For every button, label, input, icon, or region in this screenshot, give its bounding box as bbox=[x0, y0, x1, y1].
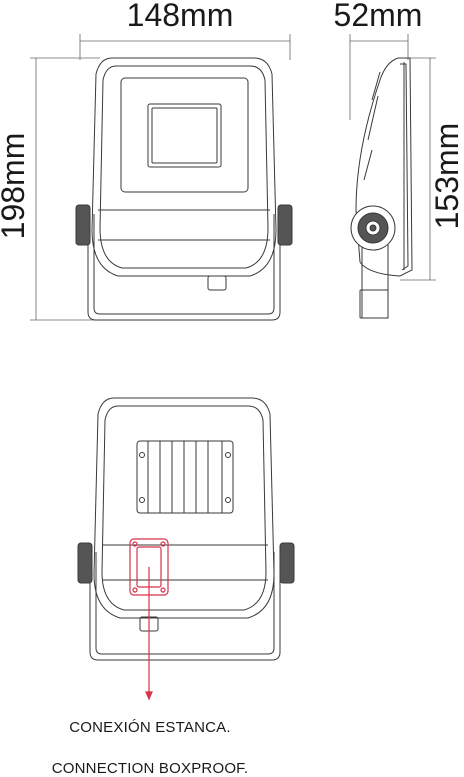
front-view bbox=[30, 34, 293, 321]
rear-knob-right bbox=[279, 542, 295, 584]
side-housing bbox=[355, 57, 413, 277]
front-inner-frame bbox=[120, 77, 249, 193]
front-cable-gland bbox=[207, 275, 227, 291]
side-bracket bbox=[361, 240, 389, 319]
height-dimension-lines bbox=[30, 57, 100, 321]
front-housing bbox=[91, 57, 277, 277]
caption-spanish: CONEXIÓN ESTANCA. bbox=[69, 719, 231, 736]
depth-dimension-lines bbox=[349, 34, 409, 120]
heatsink-fins bbox=[159, 441, 209, 513]
rear-housing bbox=[93, 397, 275, 619]
front-knob-left bbox=[75, 204, 91, 246]
rear-heatsink bbox=[136, 440, 234, 514]
front-led-window bbox=[147, 103, 222, 168]
side-view bbox=[349, 34, 436, 319]
height-label: 198mm bbox=[0, 133, 31, 240]
width-label: 148mm bbox=[127, 0, 234, 33]
depth-label: 52mm bbox=[334, 0, 423, 33]
width-dimension-lines bbox=[79, 34, 291, 60]
body-height-label: 153mm bbox=[429, 123, 464, 230]
connection-box-highlight bbox=[129, 538, 169, 701]
caption-english: CONNECTION BOXPROOF. bbox=[51, 760, 249, 777]
rear-view bbox=[77, 397, 295, 661]
front-knob-right bbox=[277, 204, 293, 246]
rear-knob-left bbox=[77, 542, 93, 584]
rear-bracket bbox=[89, 548, 281, 661]
front-bracket bbox=[87, 210, 281, 321]
